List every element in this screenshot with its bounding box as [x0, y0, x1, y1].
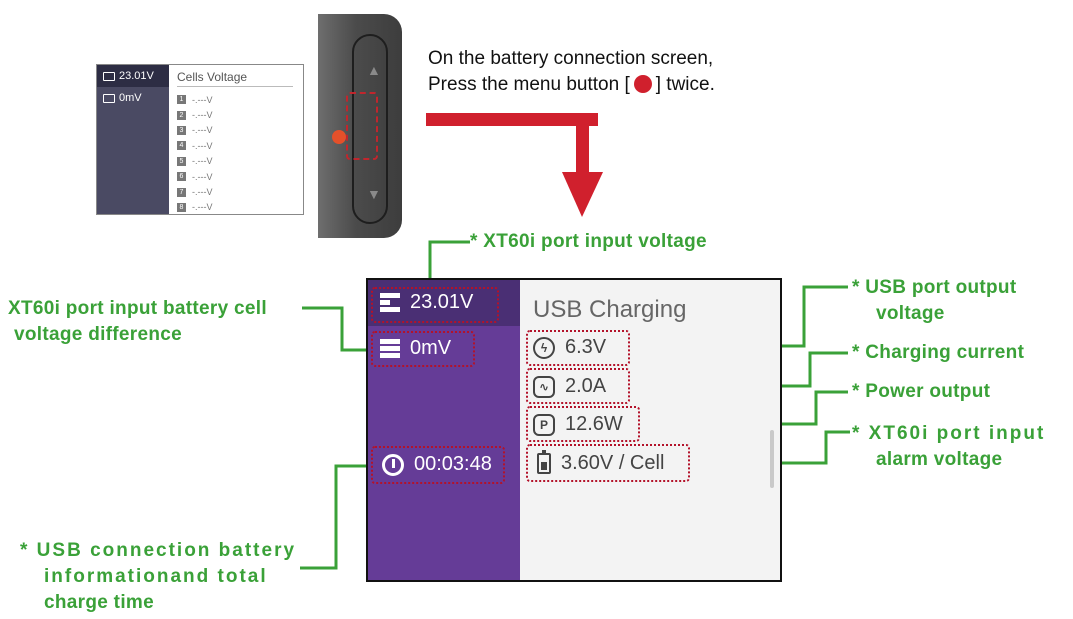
mini-screen: 23.01V 0mV Cells Voltage 1-.---V 2-.---V…	[96, 64, 304, 215]
line-cell-diff	[302, 306, 372, 352]
up-button-icon[interactable]: ▲	[367, 62, 381, 78]
label-usb-info-2: informationand total	[44, 566, 268, 587]
highlight-usb-voltage	[526, 330, 630, 366]
mini-input-voltage-row: 23.01V	[103, 70, 154, 82]
label-charging-current: * Charging current	[852, 342, 1025, 363]
instruction-line-2: Press the menu button [] twice.	[428, 74, 715, 95]
wave-icon: ∿	[533, 375, 555, 398]
usb-charging-screen: 23.01V 0mV 00:03:48 USB Charging ϟ 6.3V …	[366, 278, 782, 582]
alarm-value: 3.60V / Cell	[561, 452, 665, 474]
highlight-alarm	[526, 444, 690, 482]
cell-number-icon: 3	[177, 125, 186, 135]
list-item: 4-.---V	[177, 138, 213, 153]
list-item: 6-.---V	[177, 169, 213, 184]
mini-cell-diff: 0mV	[119, 92, 142, 104]
battery-cell-icon	[537, 450, 551, 474]
label-usb-info-1: * USB connection battery	[20, 540, 297, 561]
usb-voltage-value: 6.3V	[565, 336, 607, 358]
charger-device: ▲ ▼	[318, 14, 402, 238]
label-xt60-input-voltage: * XT60i port input voltage	[470, 231, 707, 252]
highlight-input-voltage	[371, 287, 499, 323]
current-value: 2.0A	[565, 375, 607, 397]
down-button-icon[interactable]: ▼	[367, 186, 381, 202]
input-voltage-value: 23.01V	[410, 291, 474, 313]
power-p-icon: P	[533, 413, 555, 436]
mini-cell-list: 1-.---V 2-.---V 3-.---V 4-.---V 5-.---V …	[177, 92, 213, 214]
power-value: 12.6W	[565, 413, 623, 435]
cell-number-icon: 5	[177, 156, 186, 166]
cell-number-icon: 8	[177, 202, 186, 212]
button-strip: ▲ ▼	[352, 34, 388, 224]
cell-number-icon: 7	[177, 187, 186, 197]
list-item: 8-.---V	[177, 200, 213, 214]
label-cell-diff-1: XT60i port input battery cell	[8, 298, 267, 319]
cell-number-icon: 1	[177, 95, 186, 105]
cell-number-icon: 6	[177, 172, 186, 182]
cell-diff-row: 0mV	[380, 337, 451, 360]
battery-input-icon	[103, 71, 115, 81]
power-item: P 12.6W	[533, 413, 623, 436]
label-cell-diff-2: voltage difference	[14, 324, 183, 345]
label-alarm-2: alarm voltage	[876, 449, 1003, 470]
screen-title: USB Charging	[533, 296, 687, 323]
scrollbar[interactable]	[770, 430, 774, 488]
line-input-voltage	[428, 240, 470, 290]
alarm-item: 3.60V / Cell	[537, 450, 665, 475]
line-usb-info	[300, 464, 372, 570]
screen-left-panel	[368, 280, 520, 580]
label-usb-info-3: charge time	[44, 592, 154, 613]
highlight-current	[526, 368, 630, 404]
highlight-power	[526, 406, 640, 442]
current-item: ∿ 2.0A	[533, 375, 606, 398]
battery-input-icon	[380, 292, 400, 313]
label-power-output: * Power output	[852, 381, 991, 402]
instruction-text: On the battery connection screen, Press …	[428, 46, 715, 98]
highlight-cell-diff	[371, 331, 475, 367]
label-alarm-1: * XT60i port input	[852, 423, 1046, 444]
cell-balance-icon	[103, 93, 115, 103]
lightning-icon: ϟ	[533, 336, 555, 359]
label-usb-output-1: * USB port output	[852, 277, 1017, 298]
menu-button-dot-icon	[633, 75, 652, 93]
mini-screen-title: Cells Voltage	[177, 70, 293, 87]
menu-button-highlight	[346, 92, 378, 160]
mini-top-bar	[97, 65, 169, 87]
cell-number-icon: 4	[177, 141, 186, 151]
cell-diff-value: 0mV	[410, 337, 452, 359]
cell-balance-icon	[380, 338, 400, 359]
list-item: 5-.---V	[177, 154, 213, 169]
list-item: 2-.---V	[177, 107, 213, 122]
usb-voltage-item: ϟ 6.3V	[533, 336, 606, 359]
instruction-line-1: On the battery connection screen,	[428, 48, 714, 69]
list-item: 7-.---V	[177, 184, 213, 199]
menu-button[interactable]	[332, 130, 346, 144]
cell-number-icon: 2	[177, 110, 186, 120]
mini-left-panel	[97, 65, 169, 214]
flow-arrow	[426, 113, 603, 217]
charge-time-row: 00:03:48	[382, 453, 492, 476]
label-usb-output-2: voltage	[876, 303, 945, 324]
mini-cell-diff-row: 0mV	[103, 92, 142, 104]
timer-icon	[382, 453, 404, 476]
charge-time-value: 00:03:48	[414, 453, 492, 475]
mini-input-voltage: 23.01V	[119, 70, 154, 82]
highlight-charge-time	[371, 446, 505, 484]
list-item: 1-.---V	[177, 92, 213, 107]
input-voltage-row: 23.01V	[380, 291, 473, 314]
list-item: 3-.---V	[177, 123, 213, 138]
